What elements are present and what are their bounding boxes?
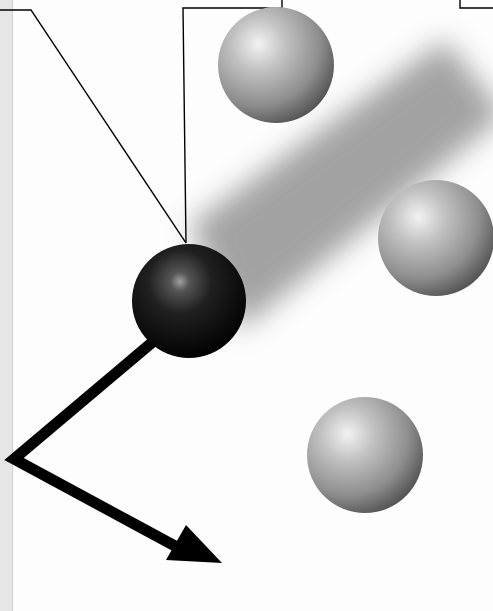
gray-sphere-right [378,180,493,296]
callout-line-right [460,0,493,8]
gray-sphere-bottom [307,397,423,513]
gray-sphere-top [218,7,334,123]
arrow-shaft [14,340,175,546]
highlighted-black-sphere [132,244,246,358]
callout-line-left [0,10,186,243]
